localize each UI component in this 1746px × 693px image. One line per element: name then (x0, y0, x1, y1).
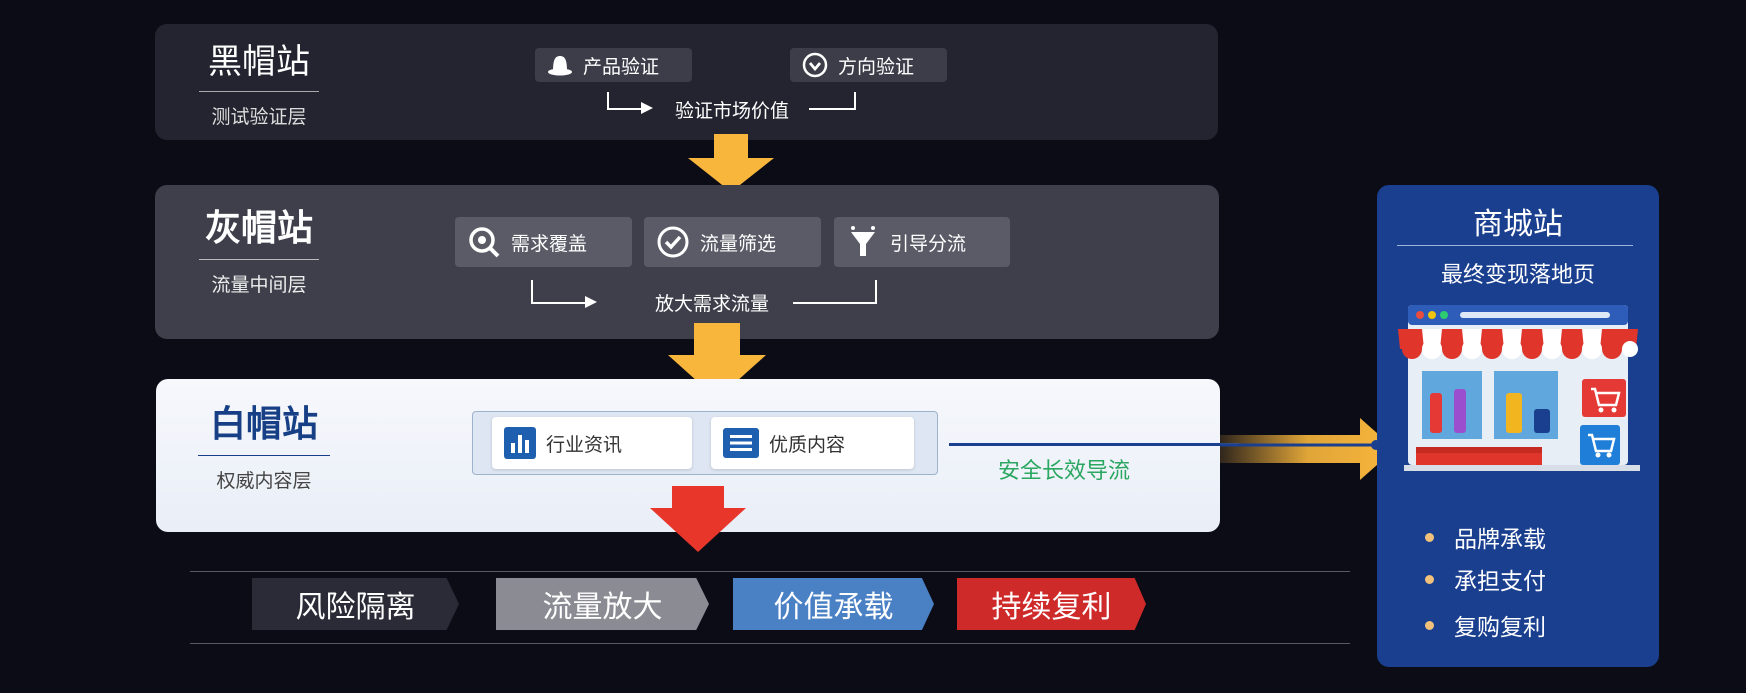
chevron-label: 流量放大 (542, 590, 663, 625)
compass-icon (802, 52, 828, 78)
gray-hat-title-block: 灰帽站 流量中间层 (199, 199, 319, 297)
bullet-label: 品牌承载 (1454, 526, 1546, 552)
bullet-label: 承担支付 (1454, 568, 1546, 594)
black-hat-layer: 黑帽站 测试验证层 产品验证 方向验证 验证市场价值 (155, 24, 1218, 140)
mall-bullet: 品牌承载 (1425, 520, 1546, 554)
flow-bracket-right (809, 92, 856, 110)
tag-industry-news[interactable]: 行业资讯 (492, 417, 692, 469)
tag-product-verify[interactable]: 产品验证 (535, 48, 692, 82)
chevron-label: 价值承载 (773, 590, 894, 625)
mall-station-panel: 商城站 最终变现落地页 (1377, 185, 1659, 667)
down-arrow-red-icon (650, 486, 746, 552)
chevron-value-carry: 价值承载 (733, 578, 934, 630)
chevron-line-top (190, 571, 1350, 572)
white-flow-text: 安全长效导流 (998, 458, 1131, 483)
check-circle-icon (656, 225, 690, 259)
chevron-traffic-amplify: 流量放大 (496, 578, 709, 630)
bullet-dot-icon (1425, 620, 1434, 630)
tag-guide-diversion[interactable]: 引导分流 (834, 217, 1010, 267)
bullet-label: 复购复利 (1454, 614, 1546, 640)
flow-bracket-left (531, 280, 593, 304)
white-hat-title-block: 白帽站 权威内容层 (198, 395, 330, 493)
bullet-dot-icon (1425, 532, 1434, 542)
gray-hat-subtitle: 流量中间层 (211, 275, 307, 296)
tag-label: 方向验证 (838, 56, 915, 78)
tag-label: 流量筛选 (700, 233, 777, 255)
search-icon (467, 225, 501, 259)
black-hat-divider (199, 91, 319, 92)
white-hat-subtitle: 权威内容层 (216, 471, 312, 492)
bullet-dot-icon (1425, 574, 1434, 584)
down-arrow-icon (668, 323, 766, 399)
bar-chart-icon (504, 427, 536, 459)
white-hat-title: 白帽站 (209, 403, 318, 445)
chevron-label: 风险隔离 (295, 590, 416, 625)
gray-hat-title: 灰帽站 (204, 207, 313, 249)
black-hat-title-block: 黑帽站 测试验证层 (199, 34, 319, 129)
white-hat-divider (198, 455, 330, 456)
chevron-risk-isolation: 风险隔离 (252, 578, 459, 630)
tag-direction-verify[interactable]: 方向验证 (790, 48, 947, 82)
chevron-compound-growth: 持续复利 (957, 578, 1146, 630)
tag-traffic-filter[interactable]: 流量筛选 (644, 217, 821, 267)
chevron-label: 持续复利 (991, 590, 1112, 625)
hat-icon (547, 52, 573, 78)
black-hat-title: 黑帽站 (208, 42, 310, 82)
safe-flow-line (949, 443, 1239, 446)
flow-bracket-right (793, 280, 877, 304)
white-hat-layer: 白帽站 权威内容层 行业资讯 优质内容 安全长效导流 (156, 379, 1239, 532)
gray-hat-layer: 灰帽站 流量中间层 需求覆盖 流量筛选 引导分流 放大需求流量 (155, 185, 1219, 339)
mall-subtitle: 最终变现落地页 (1440, 262, 1595, 287)
storefront-icon (1398, 305, 1640, 471)
tag-label: 优质内容 (769, 434, 846, 456)
black-flow-text: 验证市场价值 (675, 101, 790, 122)
mall-divider (1397, 245, 1633, 246)
tag-label: 引导分流 (890, 233, 967, 255)
black-hat-subtitle: 测试验证层 (211, 107, 307, 128)
gray-flow-text: 放大需求流量 (655, 294, 770, 315)
tag-quality-content[interactable]: 优质内容 (711, 417, 914, 469)
mall-bullet: 复购复利 (1425, 608, 1546, 642)
chevron-line-bottom (190, 643, 1350, 644)
gray-hat-divider (199, 259, 319, 260)
tag-demand-coverage[interactable]: 需求覆盖 (455, 217, 632, 267)
funnel-icon (846, 225, 880, 259)
mall-title: 商城站 (1473, 207, 1563, 242)
mall-bullet: 承担支付 (1425, 562, 1546, 596)
flow-arrowhead-icon (585, 296, 597, 308)
flow-arrowhead-icon (641, 102, 653, 114)
down-arrow-icon (688, 134, 774, 192)
flow-bracket-left (607, 92, 649, 110)
document-icon (723, 428, 759, 458)
tag-label: 行业资讯 (546, 434, 623, 456)
tag-label: 需求覆盖 (511, 233, 588, 255)
tag-label: 产品验证 (583, 56, 660, 78)
right-arrow-icon (1220, 418, 1395, 480)
